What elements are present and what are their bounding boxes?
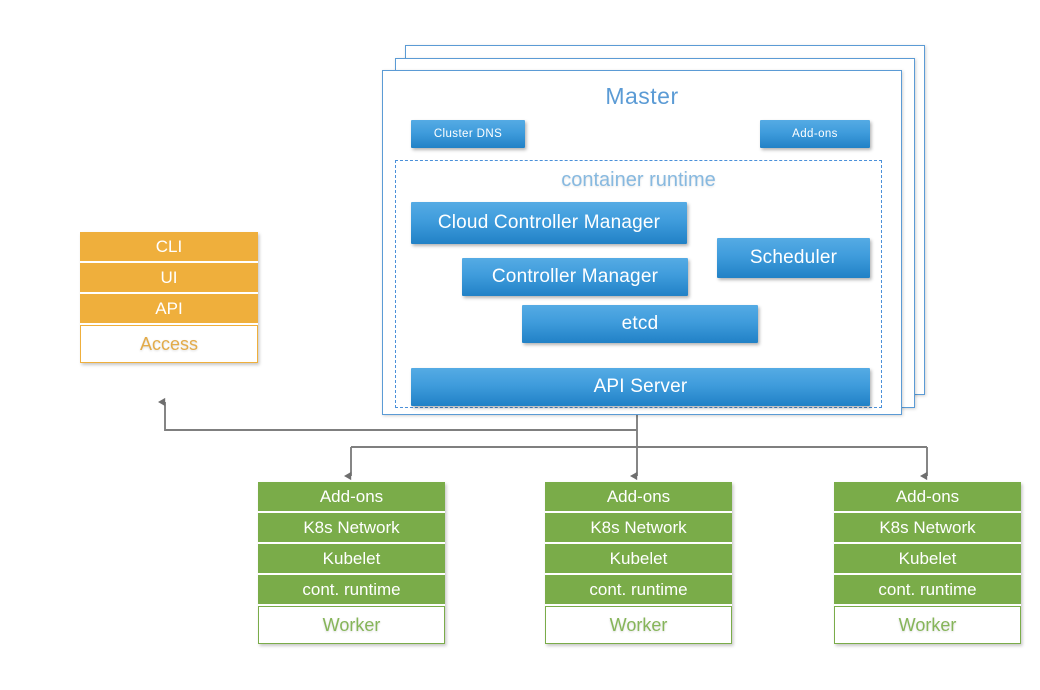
controller-manager-box[interactable]: Controller Manager	[462, 258, 688, 296]
etcd-box[interactable]: etcd	[522, 305, 758, 343]
access-row-cli[interactable]: CLI	[80, 232, 258, 261]
worker-row-addons[interactable]: Add-ons	[545, 482, 732, 511]
worker-node-1: Add-ons K8s Network Kubelet cont. runtim…	[258, 482, 445, 644]
worker-footer: Worker	[834, 606, 1021, 644]
worker-node-2: Add-ons K8s Network Kubelet cont. runtim…	[545, 482, 732, 644]
worker-row-kubelet[interactable]: Kubelet	[258, 544, 445, 573]
master-title: Master	[605, 83, 679, 109]
access-stack: CLI UI API Access	[80, 232, 258, 363]
worker-footer: Worker	[545, 606, 732, 644]
worker-row-kubelet[interactable]: Kubelet	[834, 544, 1021, 573]
master-addons-box[interactable]: Add-ons	[760, 120, 870, 148]
worker-row-cont-runtime[interactable]: cont. runtime	[834, 575, 1021, 604]
container-runtime-region: container runtime	[395, 160, 882, 408]
access-row-ui[interactable]: UI	[80, 263, 258, 292]
access-footer: Access	[80, 325, 258, 363]
access-row-api[interactable]: API	[80, 294, 258, 323]
worker-row-kubelet[interactable]: Kubelet	[545, 544, 732, 573]
worker-row-addons[interactable]: Add-ons	[834, 482, 1021, 511]
api-server-box[interactable]: API Server	[411, 368, 870, 406]
worker-row-cont-runtime[interactable]: cont. runtime	[545, 575, 732, 604]
worker-row-k8s-network[interactable]: K8s Network	[834, 513, 1021, 542]
worker-row-addons[interactable]: Add-ons	[258, 482, 445, 511]
container-runtime-title: container runtime	[561, 169, 716, 191]
cloud-controller-manager-box[interactable]: Cloud Controller Manager	[411, 202, 687, 244]
cluster-dns-box[interactable]: Cluster DNS	[411, 120, 525, 148]
worker-node-3: Add-ons K8s Network Kubelet cont. runtim…	[834, 482, 1021, 644]
worker-footer: Worker	[258, 606, 445, 644]
scheduler-box[interactable]: Scheduler	[717, 238, 870, 278]
worker-row-cont-runtime[interactable]: cont. runtime	[258, 575, 445, 604]
worker-row-k8s-network[interactable]: K8s Network	[545, 513, 732, 542]
worker-row-k8s-network[interactable]: K8s Network	[258, 513, 445, 542]
